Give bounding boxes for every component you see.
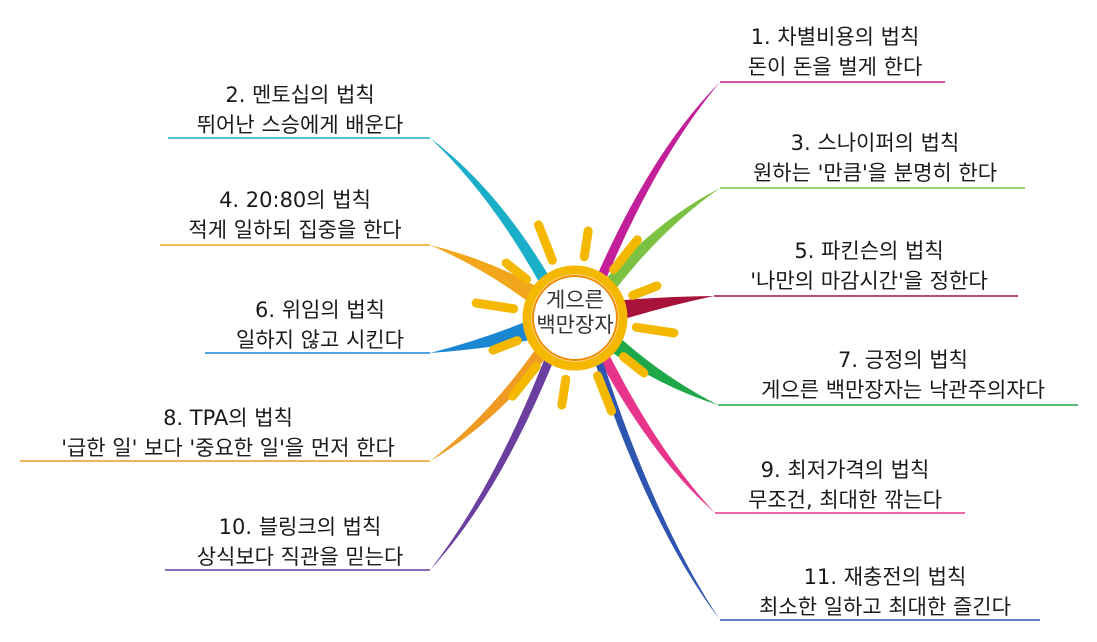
sun-ray bbox=[609, 235, 642, 275]
branch-label-10: 10. 블링크의 법칙 상식보다 직관을 믿는다 bbox=[160, 512, 440, 572]
branch-title-10: 10. 블링크의 법칙 bbox=[218, 515, 382, 539]
branch-label-7: 7. 긍정의 법칙 게으른 백만장자는 낙관주의자다 bbox=[718, 345, 1088, 405]
branch-subtitle-5: '나만의 마감시간'을 정한다 bbox=[750, 269, 988, 293]
branch-label-5: 5. 파킨슨의 법칙 '나만의 마감시간'을 정한다 bbox=[714, 236, 1024, 296]
branch-label-3: 3. 스나이퍼의 법칙 원하는 '만큼'을 분명히 한다 bbox=[720, 128, 1030, 188]
branch-subtitle-1: 돈이 돈을 벌게 한다 bbox=[747, 55, 923, 79]
sun-ray bbox=[471, 298, 519, 314]
branch-title-2: 2. 멘토십의 법칙 bbox=[225, 83, 375, 107]
branch-subtitle-10: 상식보다 직관을 믿는다 bbox=[196, 545, 404, 569]
branch-title-5: 5. 파킨슨의 법칙 bbox=[794, 239, 944, 263]
sun-ray bbox=[508, 361, 541, 401]
branch-subtitle-6: 일하지 않고 시킨다 bbox=[236, 328, 404, 352]
branch-label-11: 11. 재충전의 법칙 최소한 일하고 최대한 즐긴다 bbox=[720, 562, 1050, 622]
branch-label-9: 9. 최저가격의 법칙 무조건, 최대한 깎는다 bbox=[715, 455, 975, 515]
central-topic: 게으른 백만장자 bbox=[500, 288, 650, 338]
sun-graphic bbox=[471, 220, 679, 416]
branch-title-6: 6. 위임의 법칙 bbox=[255, 298, 385, 322]
sun-ray bbox=[631, 322, 679, 338]
branch-label-1: 1. 차별비용의 법칙 돈이 돈을 벌게 한다 bbox=[720, 22, 950, 82]
central-topic-line2: 백만장자 bbox=[536, 313, 614, 337]
branch-title-9: 9. 최저가격의 법칙 bbox=[760, 458, 930, 482]
sun-ray bbox=[593, 371, 616, 416]
branch-label-6: 6. 위임의 법칙 일하지 않고 시킨다 bbox=[200, 295, 440, 355]
branch-subtitle-3: 원하는 '만큼'을 분명히 한다 bbox=[752, 161, 998, 185]
sun-ring bbox=[522, 265, 628, 371]
sun-ray bbox=[579, 226, 593, 262]
central-topic-line1: 게으른 bbox=[546, 288, 604, 312]
branch-label-2: 2. 멘토십의 법칙 뛰어난 스승에게 배운다 bbox=[160, 80, 440, 140]
sun-ray bbox=[488, 336, 522, 355]
branch-subtitle-9: 무조건, 최대한 깎는다 bbox=[748, 488, 942, 512]
branch-title-1: 1. 차별비용의 법칙 bbox=[750, 25, 920, 49]
sun-ray bbox=[534, 220, 557, 265]
branch-subtitle-7: 게으른 백만장자는 낙관주의자다 bbox=[761, 378, 1045, 402]
branch-title-4: 4. 20:80의 법칙 bbox=[219, 188, 371, 212]
branch-label-8: 8. TPA의 법칙 '급한 일' 보다 '중요한 일'을 먼저 한다 bbox=[18, 403, 438, 463]
sun-inner-ring bbox=[532, 275, 618, 361]
sun-ray bbox=[501, 258, 532, 284]
branch-subtitle-8: '급한 일' 보다 '중요한 일'을 먼저 한다 bbox=[61, 436, 395, 460]
branch-label-4: 4. 20:80의 법칙 적게 일하되 집중을 한다 bbox=[150, 185, 440, 245]
branch-title-11: 11. 재충전의 법칙 bbox=[803, 565, 967, 589]
branch-subtitle-4: 적게 일하되 집중을 한다 bbox=[188, 218, 402, 242]
sun-ray bbox=[618, 352, 649, 378]
branch-title-3: 3. 스나이퍼의 법칙 bbox=[790, 131, 960, 155]
branch-subtitle-11: 최소한 일하고 최대한 즐긴다 bbox=[759, 595, 1011, 619]
sun-ray bbox=[628, 281, 662, 300]
branch-subtitle-2: 뛰어난 스승에게 배운다 bbox=[196, 113, 404, 137]
branch-title-8: 8. TPA의 법칙 bbox=[163, 406, 293, 430]
branch-title-7: 7. 긍정의 법칙 bbox=[838, 348, 968, 372]
sun-ray bbox=[557, 374, 571, 410]
